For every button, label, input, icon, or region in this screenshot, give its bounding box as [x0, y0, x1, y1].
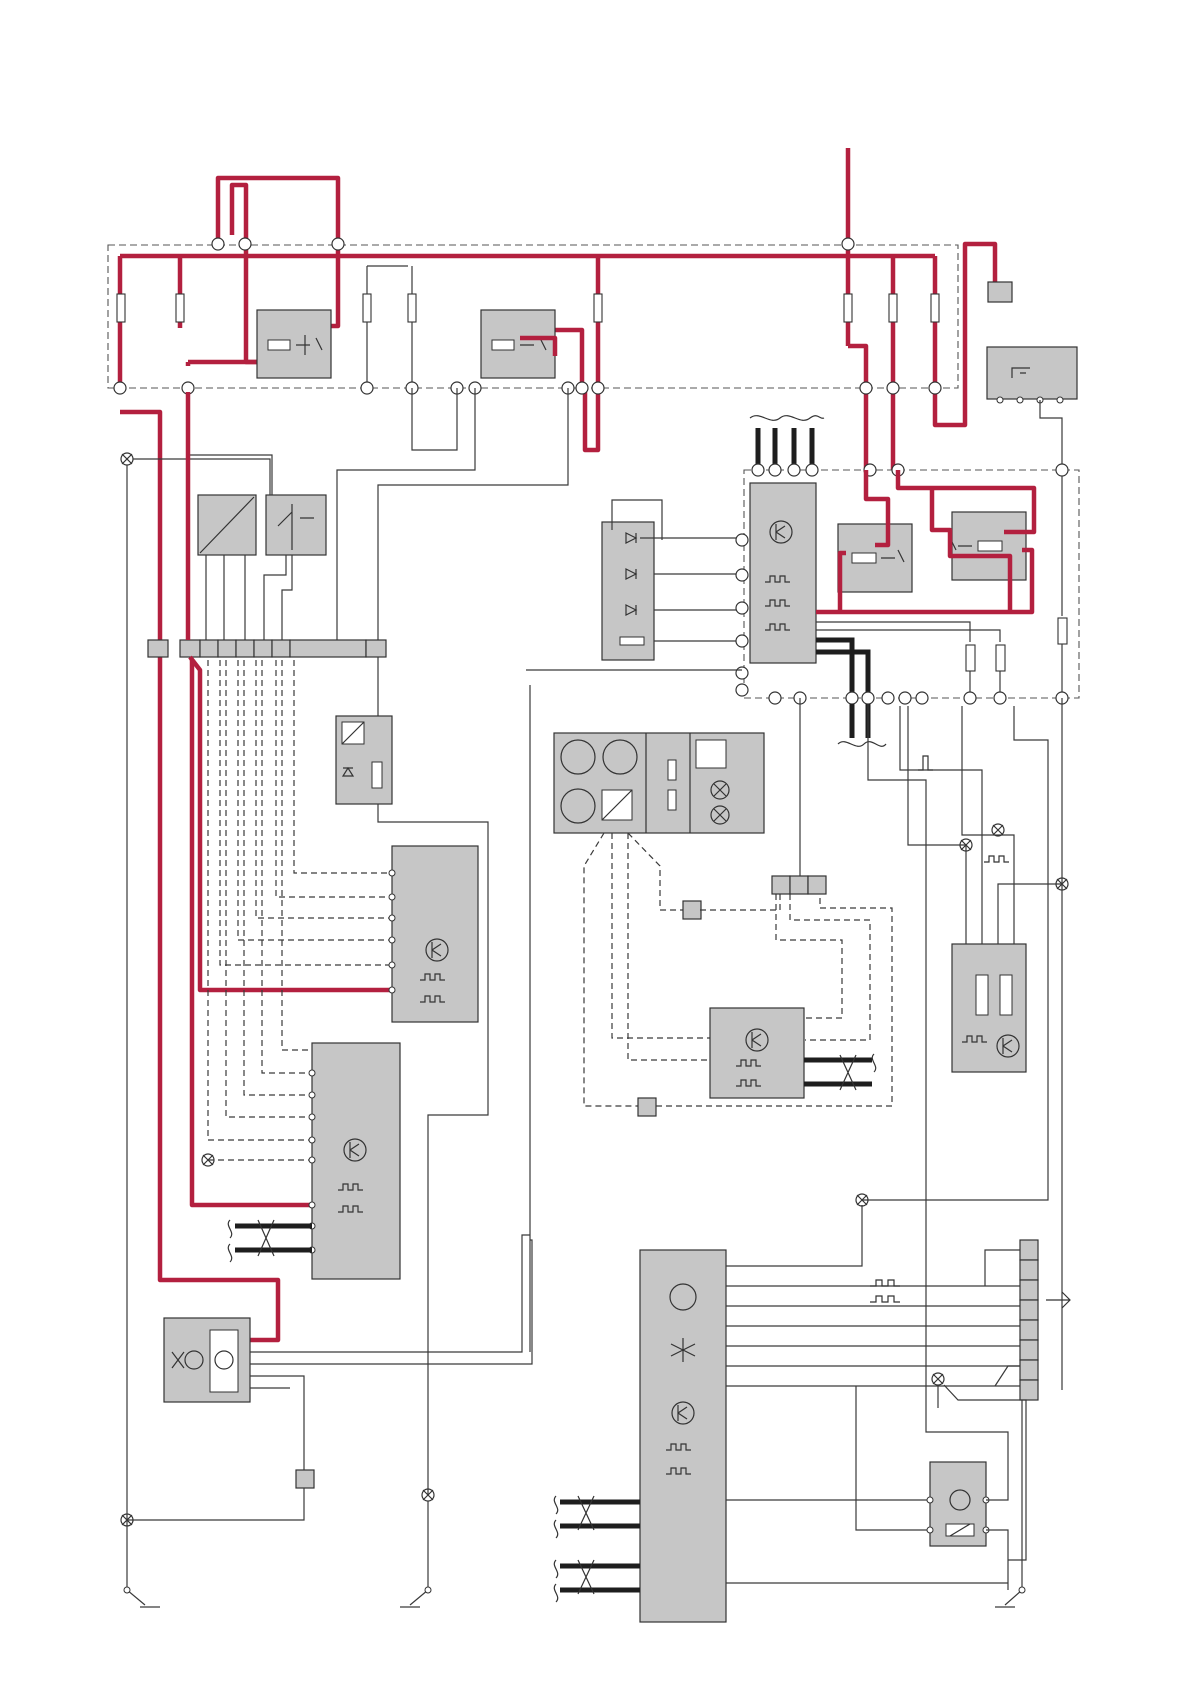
- control-module-a: [389, 846, 478, 1022]
- led-array: [602, 500, 741, 660]
- ground-right: [995, 1400, 1025, 1607]
- ground-middle: [400, 1489, 434, 1607]
- switch-assembly: [198, 495, 326, 640]
- ground-left: [121, 465, 160, 1607]
- connector-triple: [772, 698, 826, 894]
- control-module-b: [309, 1043, 400, 1279]
- servo-motor: [926, 1408, 1008, 1590]
- output-connector: [985, 1240, 1070, 1400]
- heater-control-module: [710, 1008, 876, 1098]
- bus-wires-left: [228, 1220, 312, 1262]
- module-left-nodes: [736, 534, 748, 696]
- inline-connector: [296, 1470, 314, 1488]
- relay-right-a: [838, 470, 912, 612]
- right-top-unit: [987, 282, 1077, 470]
- relay-middle: [481, 310, 555, 378]
- ac-control-module: [640, 1250, 726, 1622]
- central-control-module: [750, 483, 816, 663]
- relay-left: [257, 310, 331, 378]
- connector-strip-left: [148, 640, 386, 657]
- bus-wires-bottom: [838, 704, 886, 746]
- bus-wires-right: [816, 640, 868, 698]
- pulse-symbols-right: [918, 756, 1009, 862]
- splice-left: [121, 453, 270, 495]
- climate-panel: [554, 733, 764, 833]
- ac-bus-wires: [554, 1496, 640, 1602]
- bus-wires-top: [750, 416, 824, 470]
